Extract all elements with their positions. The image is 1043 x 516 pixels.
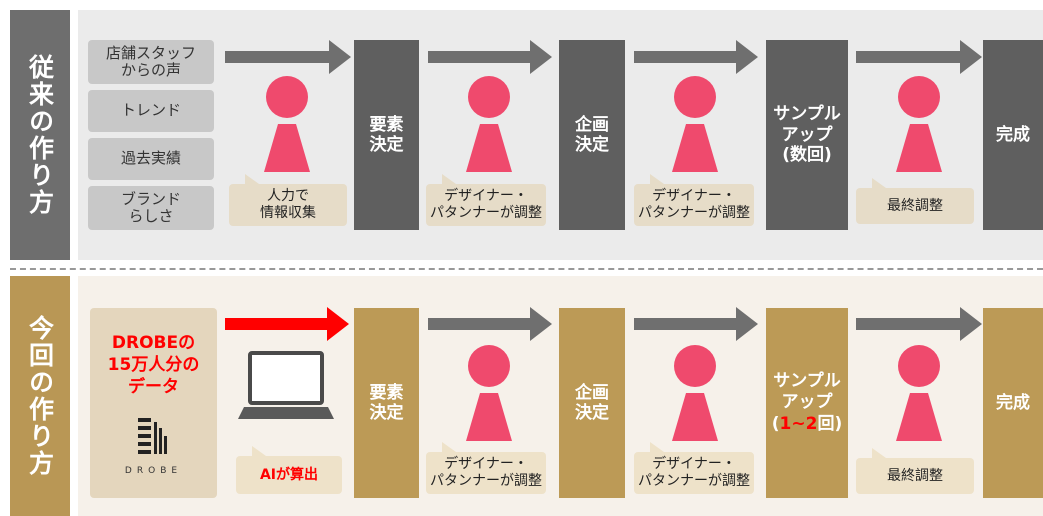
arrow-right-icon: [856, 40, 982, 74]
traditional-sidebar: 従来の作り方: [10, 10, 70, 260]
person-icon: [264, 76, 310, 172]
drobe-data-source: DROBEの 15万人分の データ DROBE: [90, 308, 217, 498]
person-icon: [896, 76, 942, 172]
source-trend: トレンド: [88, 90, 214, 132]
person-icon: [672, 345, 718, 441]
bubble-final-adjust: 最終調整: [856, 448, 974, 494]
block-complete: 完成: [983, 308, 1043, 498]
sample-line3: (1~2回): [772, 414, 842, 435]
person-icon: [466, 345, 512, 441]
bubble-designer-adjust-1: デザイナー・ パタンナーが調整: [426, 174, 546, 226]
arrow-right-icon: [428, 40, 552, 74]
source-store-staff: 店舗スタッフ からの声: [88, 40, 214, 84]
person-icon: [466, 76, 512, 172]
arrow-right-icon: [428, 307, 552, 341]
block-sample-up: サンプル アップ (1~2回): [766, 308, 848, 498]
section-divider: [10, 268, 1043, 270]
bubble-designer-adjust-2: デザイナー・ パタンナーが調整: [634, 442, 754, 494]
sample-line2: アップ: [781, 392, 833, 413]
drobe-brand-name: DROBE: [124, 466, 183, 476]
sample-line1: サンプル: [773, 371, 841, 392]
bubble-ai-calculated: AIが算出: [236, 446, 342, 494]
bubble-designer-adjust-1: デザイナー・ パタンナーが調整: [426, 442, 546, 494]
arrow-right-icon: [225, 40, 351, 74]
source-brand-identity: ブランド らしさ: [88, 186, 214, 230]
sample-paren-close: 回): [817, 413, 843, 434]
block-element-decision: 要素 決定: [354, 308, 419, 498]
person-icon: [672, 76, 718, 172]
data-source-line2: 15万人分の: [107, 355, 200, 375]
arrow-right-icon: [856, 307, 982, 341]
person-icon: [896, 345, 942, 441]
block-element-decision: 要素 決定: [354, 40, 419, 230]
block-plan-decision: 企画 決定: [559, 40, 625, 230]
block-complete: 完成: [983, 40, 1043, 230]
block-sample-up: サンプル アップ (数回): [766, 40, 848, 230]
bubble-designer-adjust-2: デザイナー・ パタンナーが調整: [634, 174, 754, 226]
bubble-manual-collection: 人力で 情報収集: [229, 174, 347, 226]
arrow-right-icon: [634, 307, 758, 341]
arrow-right-icon: [225, 307, 349, 341]
sample-paren-open: (: [771, 413, 780, 434]
sample-count: 1~2: [779, 413, 818, 434]
bubble-final-adjust: 最終調整: [856, 178, 974, 224]
source-past-results: 過去実績: [88, 138, 214, 180]
data-source-line3: データ: [128, 377, 179, 397]
block-plan-decision: 企画 決定: [559, 308, 625, 498]
current-sidebar: 今回の作り方: [10, 276, 70, 516]
data-source-line1: DROBEの: [111, 333, 196, 353]
laptop-icon: [238, 351, 334, 419]
current-label: 今回の作り方: [25, 315, 55, 477]
arrow-right-icon: [634, 40, 758, 74]
traditional-label: 従来の作り方: [25, 54, 55, 216]
drobe-logo-icon: [138, 418, 167, 454]
